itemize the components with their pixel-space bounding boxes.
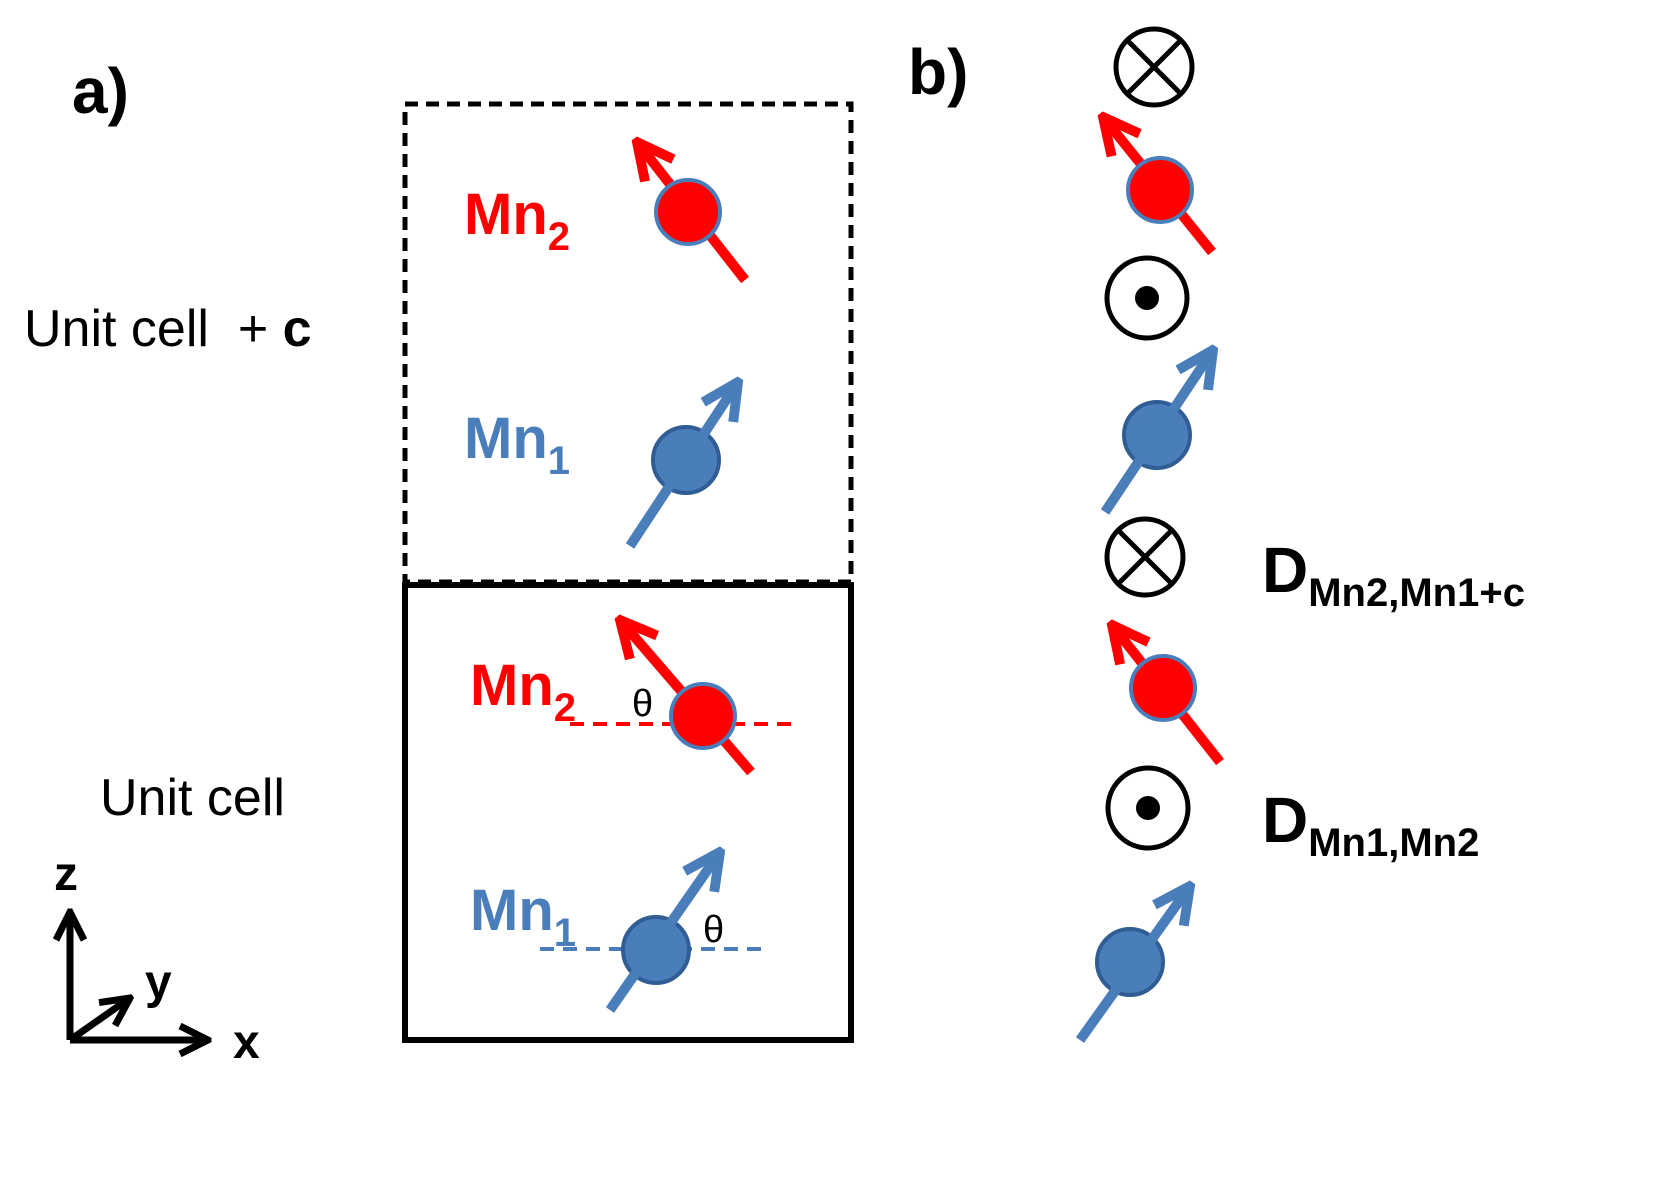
c-vector-symbol: c (283, 300, 312, 358)
unit-cell-label: Unit cell (100, 769, 285, 827)
out-of-page-icon-upper (1104, 255, 1190, 341)
mn1-label-lower: Mn1 (470, 878, 576, 955)
mn2-atom-lower (669, 682, 737, 750)
unit-cell-box (402, 582, 854, 1043)
coordinate-axes: z y x (54, 848, 260, 1069)
y-axis-label: y (145, 956, 172, 1009)
unit-cell-plus-c-label: Unit cell + c (24, 300, 312, 358)
y-axis (67, 998, 130, 1043)
mn1-label-upper: Mn1 (464, 406, 570, 483)
unit-cell-plus-c-box (402, 101, 854, 585)
out-of-page-icon-lower (1105, 765, 1191, 851)
dm-vector-label-upper: DMn2,Mn1+c (1262, 534, 1525, 615)
mn1-spin-arrow-lower (605, 852, 720, 1013)
dm-vector-label-lower: DMn1,Mn2 (1262, 784, 1479, 865)
into-page-icon-middle (1104, 516, 1186, 598)
x-axis-label: x (233, 1016, 260, 1069)
mn2-atom-b-top (1126, 156, 1194, 224)
mn2-label-upper: Mn2 (464, 182, 570, 259)
panel-b: b) DMn2,Mn1+c (908, 26, 1525, 1043)
mn1-spin-arrow-b-upper (1100, 350, 1213, 515)
panel-a: a) Unit cell + c Unit cell Mn2 Mn1 Mn2 θ… (24, 55, 854, 1069)
theta-angle-mn1: θ (703, 909, 724, 951)
panel-a-label: a) (72, 55, 129, 127)
z-axis-label: z (54, 848, 78, 901)
unit-cell-plus-c-text: Unit cell + (24, 300, 283, 358)
into-page-icon-top (1113, 26, 1195, 108)
mn2-atom-upper (654, 178, 722, 246)
mn1-spin-arrow-b-lower (1075, 886, 1190, 1043)
mn2-atom-b-lower (1129, 654, 1197, 722)
mn1-spin-arrow-upper (625, 382, 738, 549)
panel-b-label: b) (908, 36, 968, 108)
mn2-label-lower: Mn2 (470, 653, 576, 730)
theta-angle-mn2: θ (632, 683, 653, 725)
